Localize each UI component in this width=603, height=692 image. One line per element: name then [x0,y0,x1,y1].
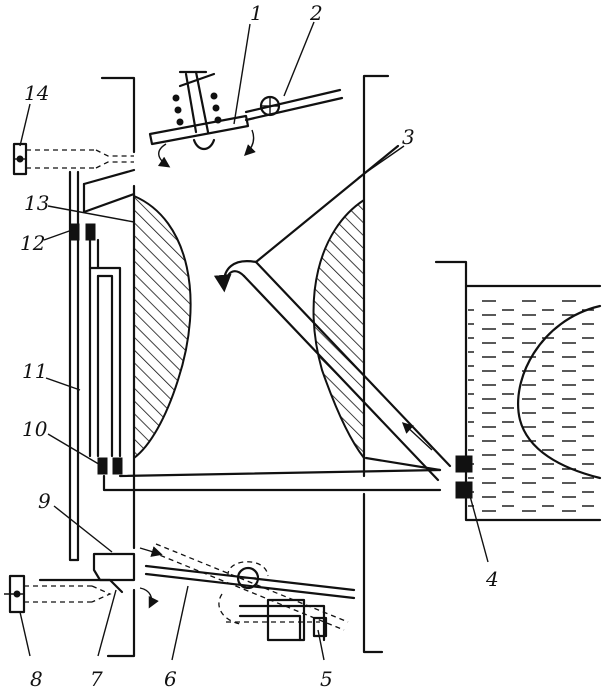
piping-left [88,238,442,492]
right-wall [362,74,390,654]
left-wall [100,76,136,658]
top-mechanism-1-2 [148,70,344,168]
label-9: 9 [38,489,51,513]
label-2: 2 [309,1,323,25]
label-10: 10 [22,417,48,441]
left-hatched-lens [133,194,192,461]
bottom-nozzle-8 [4,574,124,614]
connector-12 [69,223,96,241]
right-hatched-lens [312,198,365,461]
callout-labels: 1 2 3 14 13 12 11 10 9 8 7 6 5 4 [20,1,499,691]
bottom-lever-6-5 [144,543,356,642]
label-4: 4 [485,567,499,591]
label-11: 11 [22,359,47,383]
leader-lines [19,21,489,661]
label-12: 12 [20,231,45,255]
label-6: 6 [164,667,177,691]
label-8: 8 [30,667,43,691]
label-5: 5 [320,667,333,691]
right-tank [434,260,602,522]
label-7: 7 [90,667,103,691]
label-14: 14 [24,81,49,105]
label-13: 13 [24,191,49,215]
label-1: 1 [250,1,263,25]
rotating-arm-3 [213,144,452,482]
connector-4 [455,455,473,499]
label-3: 3 [402,125,415,149]
connector-10 [97,457,123,475]
deflector-9-7 [92,546,163,609]
